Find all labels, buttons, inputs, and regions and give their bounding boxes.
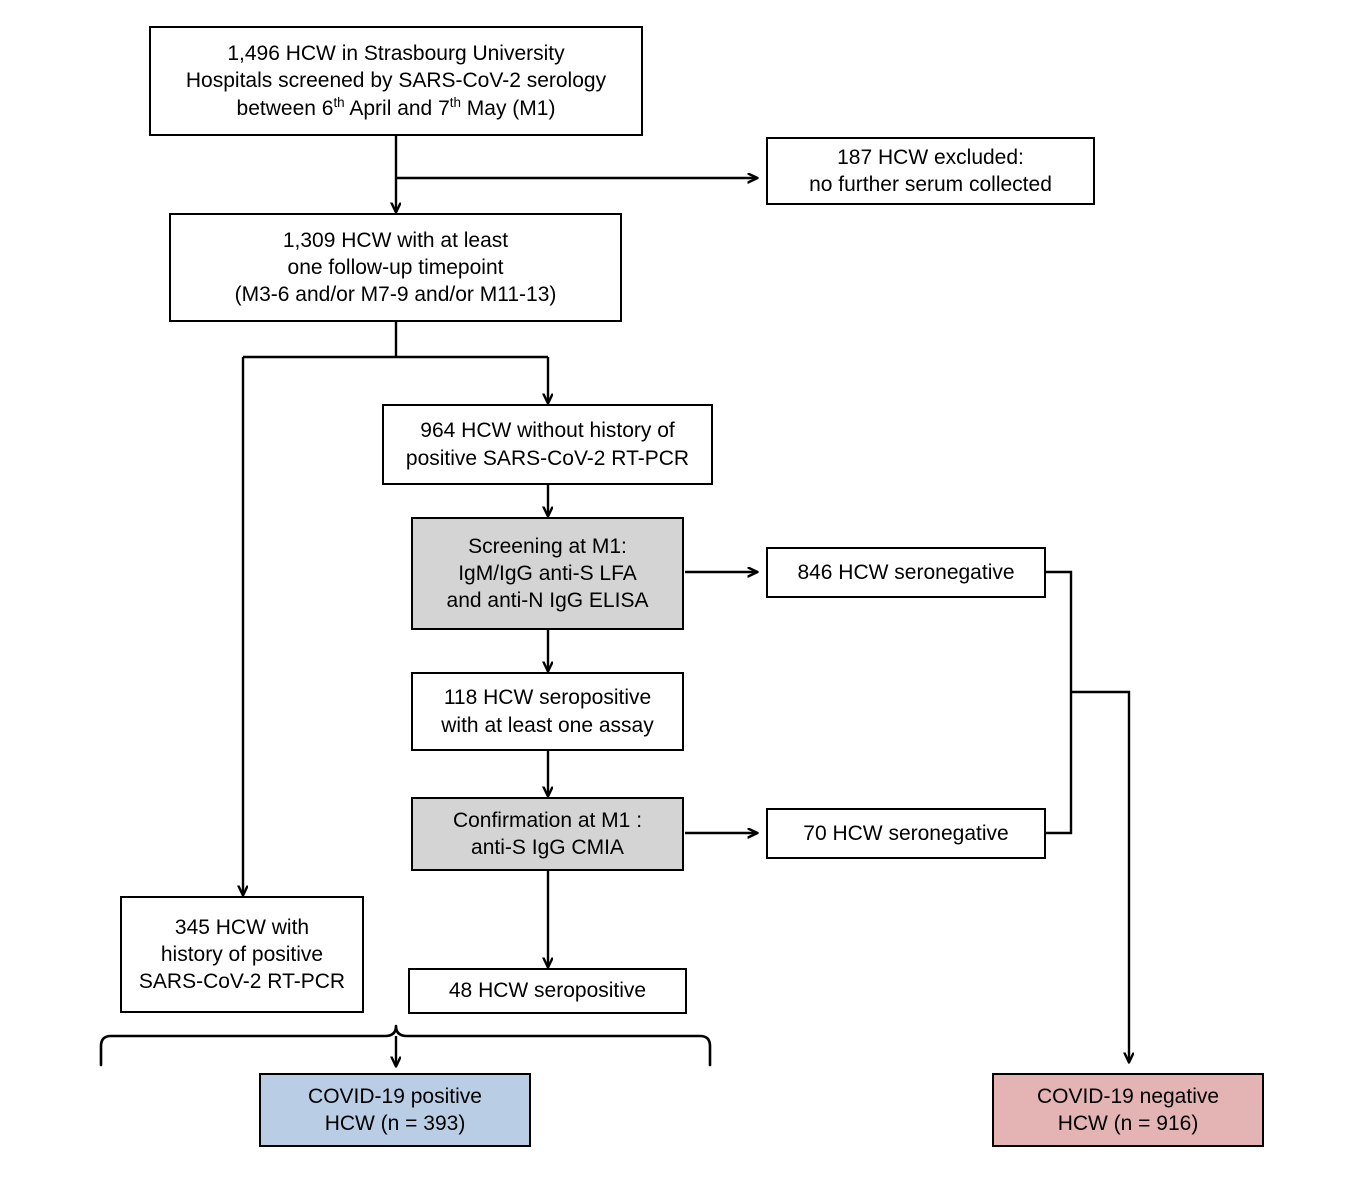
node-excluded-text: 187 HCW excluded: no further serum colle… [774, 144, 1087, 199]
node-seronegative-846: 846 HCW seronegative [766, 547, 1046, 598]
node-screened-line3-mid: April and 7 [344, 96, 450, 120]
node-screened: 1,496 HCW in Strasbourg University Hospi… [149, 26, 643, 136]
node-seropositive-118: 118 HCW seropositive with at least one a… [411, 672, 684, 751]
node-screened-text: 1,496 HCW in Strasbourg University Hospi… [157, 40, 635, 122]
node-screened-line3-pre: between 6 [236, 96, 334, 120]
node-screened-line1: 1,496 HCW in Strasbourg University [227, 42, 565, 66]
node-screening-assay: Screening at M1: IgM/IgG anti-S LFA and … [411, 517, 684, 630]
node-screening-assay-line1: Screening at M1: [468, 534, 627, 558]
node-screening-assay-line3: and anti-N IgG ELISA [446, 589, 649, 613]
node-seropositive-118-text: 118 HCW seropositive with at least one a… [419, 684, 676, 739]
node-history-345-line1: 345 HCW with [174, 915, 310, 939]
node-confirmation-assay-line2: anti-S IgG CMIA [471, 836, 624, 859]
node-screened-line2: Hospitals screened by SARS-CoV-2 serolog… [185, 69, 607, 93]
node-seropositive-48: 48 HCW seropositive [408, 968, 687, 1014]
node-confirmation-assay-line1: Confirmation at M1 : [452, 808, 643, 832]
node-history-345-line3: SARS-CoV-2 RT-PCR [138, 970, 346, 994]
node-seropositive-118-line1: 118 HCW seropositive [443, 686, 652, 710]
node-screened-line3-post: May (M1) [460, 96, 556, 120]
node-followup-line3: (M3-6 and/or M7-9 and/or M11-13) [234, 283, 557, 307]
node-followup-line1: 1,309 HCW with at least [282, 228, 509, 252]
node-excluded: 187 HCW excluded: no further serum colle… [766, 137, 1095, 205]
ordinal-suffix-th: th [333, 94, 345, 110]
node-covid-negative-line2: HCW (n = 916) [1057, 1112, 1199, 1135]
node-covid-positive-line2: HCW (n = 393) [324, 1112, 466, 1135]
node-covid-positive: COVID-19 positive HCW (n = 393) [259, 1073, 531, 1147]
node-covid-positive-line1: COVID-19 positive [308, 1084, 482, 1108]
node-history-345: 345 HCW with history of positive SARS-Co… [120, 896, 364, 1013]
node-seropositive-48-text: 48 HCW seropositive [448, 979, 647, 1003]
node-followup-line2: one follow-up timepoint [287, 255, 504, 279]
node-excluded-line1: 187 HCW excluded: [837, 145, 1024, 169]
node-no-history-text: 964 HCW without history of positive SARS… [390, 417, 705, 472]
node-no-history: 964 HCW without history of positive SARS… [382, 404, 713, 485]
node-seropositive-118-line2: with at least one assay [441, 713, 654, 737]
node-seronegative-70: 70 HCW seronegative [766, 808, 1046, 859]
node-covid-negative-text: COVID-19 negative HCW (n = 916) [1000, 1083, 1256, 1138]
node-screening-assay-text: Screening at M1: IgM/IgG anti-S LFA and … [419, 533, 676, 615]
node-screened-line3: between 6th April and 7th May (M1) [236, 94, 556, 120]
node-followup-text: 1,309 HCW with at least one follow-up ti… [177, 227, 614, 309]
node-covid-negative: COVID-19 negative HCW (n = 916) [992, 1073, 1264, 1147]
node-no-history-line1: 964 HCW without history of [420, 419, 675, 443]
node-covid-positive-text: COVID-19 positive HCW (n = 393) [267, 1083, 523, 1138]
node-confirmation-assay: Confirmation at M1 : anti-S IgG CMIA [411, 797, 684, 871]
node-followup: 1,309 HCW with at least one follow-up ti… [169, 213, 622, 322]
node-covid-negative-line1: COVID-19 negative [1036, 1084, 1220, 1108]
node-confirmation-assay-text: Confirmation at M1 : anti-S IgG CMIA [419, 807, 676, 862]
node-no-history-line2: positive SARS-CoV-2 RT-PCR [405, 446, 690, 470]
node-seronegative-70-text: 70 HCW seronegative [803, 821, 1009, 845]
ordinal-suffix-th-2: th [449, 94, 461, 110]
node-seronegative-846-text: 846 HCW seronegative [797, 560, 1015, 584]
node-history-345-text: 345 HCW with history of positive SARS-Co… [128, 914, 356, 996]
node-history-345-line2: history of positive [160, 942, 324, 966]
node-excluded-line2: no further serum collected [809, 173, 1052, 196]
node-screening-assay-line2: IgM/IgG anti-S LFA [458, 561, 637, 585]
